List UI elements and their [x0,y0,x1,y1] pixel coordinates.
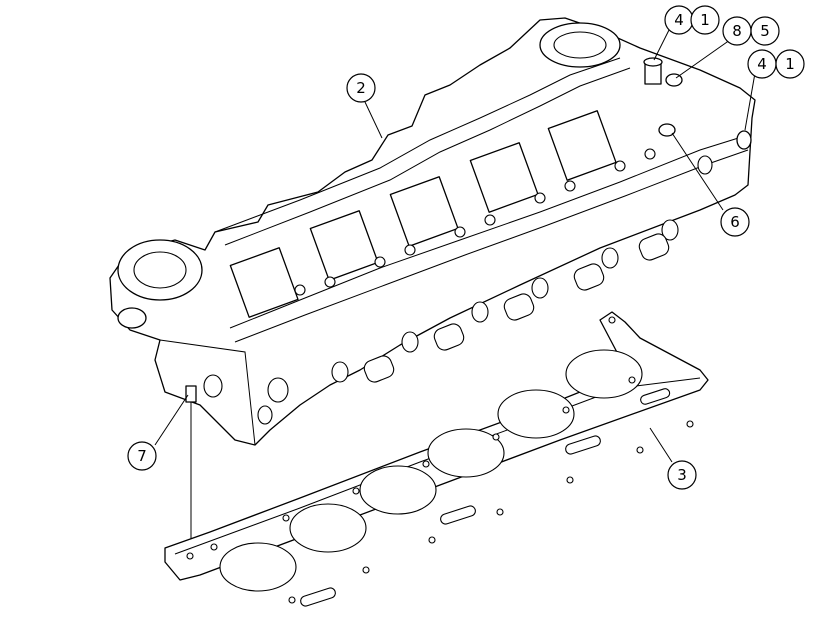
callout-5-label: 5 [760,22,770,40]
callout-4-top: 4 [664,5,694,35]
callout-4-right: 4 [747,49,777,79]
callout-6-label: 6 [730,213,740,231]
cylinder-head [109,17,756,446]
cylinder-head-gasket [164,311,709,607]
callout-3-label: 3 [677,466,687,484]
callout-7-label: 7 [137,447,147,465]
callout-5: 5 [750,16,780,46]
callout-2-label: 2 [356,79,366,97]
callout-3: 3 [667,460,697,490]
callout-4-top-label: 4 [674,11,684,29]
callout-8-label: 8 [732,22,742,40]
dowel [185,385,197,540]
callout-8: 8 [722,16,752,46]
callout-1-right: 1 [775,49,805,79]
callout-1-right-label: 1 [785,55,795,73]
callout-1-top: 1 [690,5,720,35]
callout-1-top-label: 1 [700,11,710,29]
leader-lines [154,27,756,463]
callout-4-right-label: 4 [757,55,767,73]
callout-2: 2 [346,73,376,103]
callout-7: 7 [127,441,157,471]
bolt [643,57,663,85]
callout-6: 6 [720,207,750,237]
